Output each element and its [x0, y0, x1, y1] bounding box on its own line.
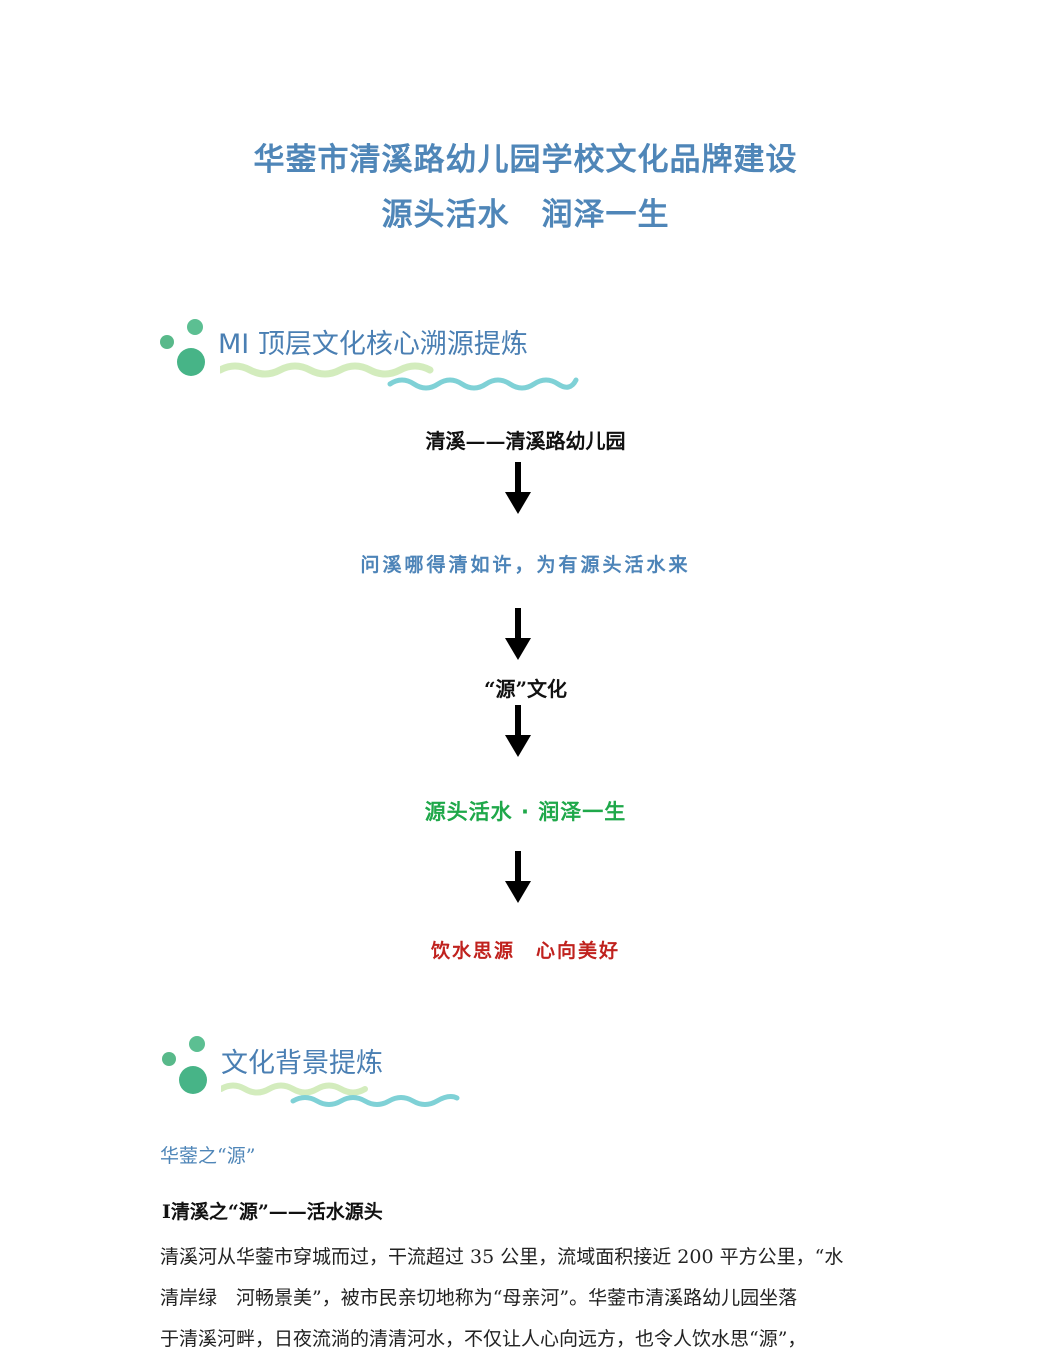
wave-decoration-icon	[221, 1082, 460, 1107]
subheading: 华蓥之“源”	[160, 1145, 256, 1167]
down-arrow-icon	[505, 608, 531, 660]
paragraph-line: 清岸绿 河畅景美”，被市民亲切地称为“母亲河”。华蓥市清溪路幼儿园坐落	[160, 1287, 798, 1309]
section-header-mi: MI 顶层文化核心溯源提炼	[155, 318, 585, 398]
section-header-background: 文化背景提炼	[155, 1035, 475, 1110]
down-arrow-icon	[505, 851, 531, 903]
paragraph-line: 清溪河从华蓥市穿城而过，干流超过 35 公里，流域面积接近 200 平方公里，“…	[160, 1246, 844, 1268]
wave-decoration-icon	[220, 362, 579, 391]
paragraph-line: 于清溪河畔，日夜流淌的清清河水，不仅让人心向远方，也令人饮水思“源”，	[160, 1328, 807, 1350]
flow-step-5: 饮水思源 心向美好	[430, 940, 620, 962]
down-arrow-icon	[505, 462, 531, 514]
page-title: 华蓥市清溪路幼儿园学校文化品牌建设	[253, 142, 798, 178]
flow-step-2: 问溪哪得清如许，为有源头活水来	[360, 554, 691, 576]
bubble-dots-icon	[162, 1036, 207, 1094]
body-paragraph: 清溪河从华蓥市穿城而过，干流超过 35 公里，流域面积接近 200 平方公里，“…	[160, 1237, 895, 1360]
flow-step-1: 清溪——清溪路幼儿园	[425, 429, 626, 453]
down-arrow-icon	[505, 705, 531, 757]
flow-step-3: “源”文化	[483, 677, 567, 701]
section-title: MI 顶层文化核心溯源提炼	[218, 329, 528, 360]
flow-step-4: 源头活水 · 润泽一生	[424, 800, 627, 824]
content-heading: Ⅰ清溪之“源”——活水源头	[162, 1201, 383, 1223]
page-subtitle: 源头活水 润泽一生	[381, 197, 670, 233]
section-title: 文化背景提炼	[221, 1048, 383, 1079]
bubble-dots-icon	[160, 319, 205, 376]
